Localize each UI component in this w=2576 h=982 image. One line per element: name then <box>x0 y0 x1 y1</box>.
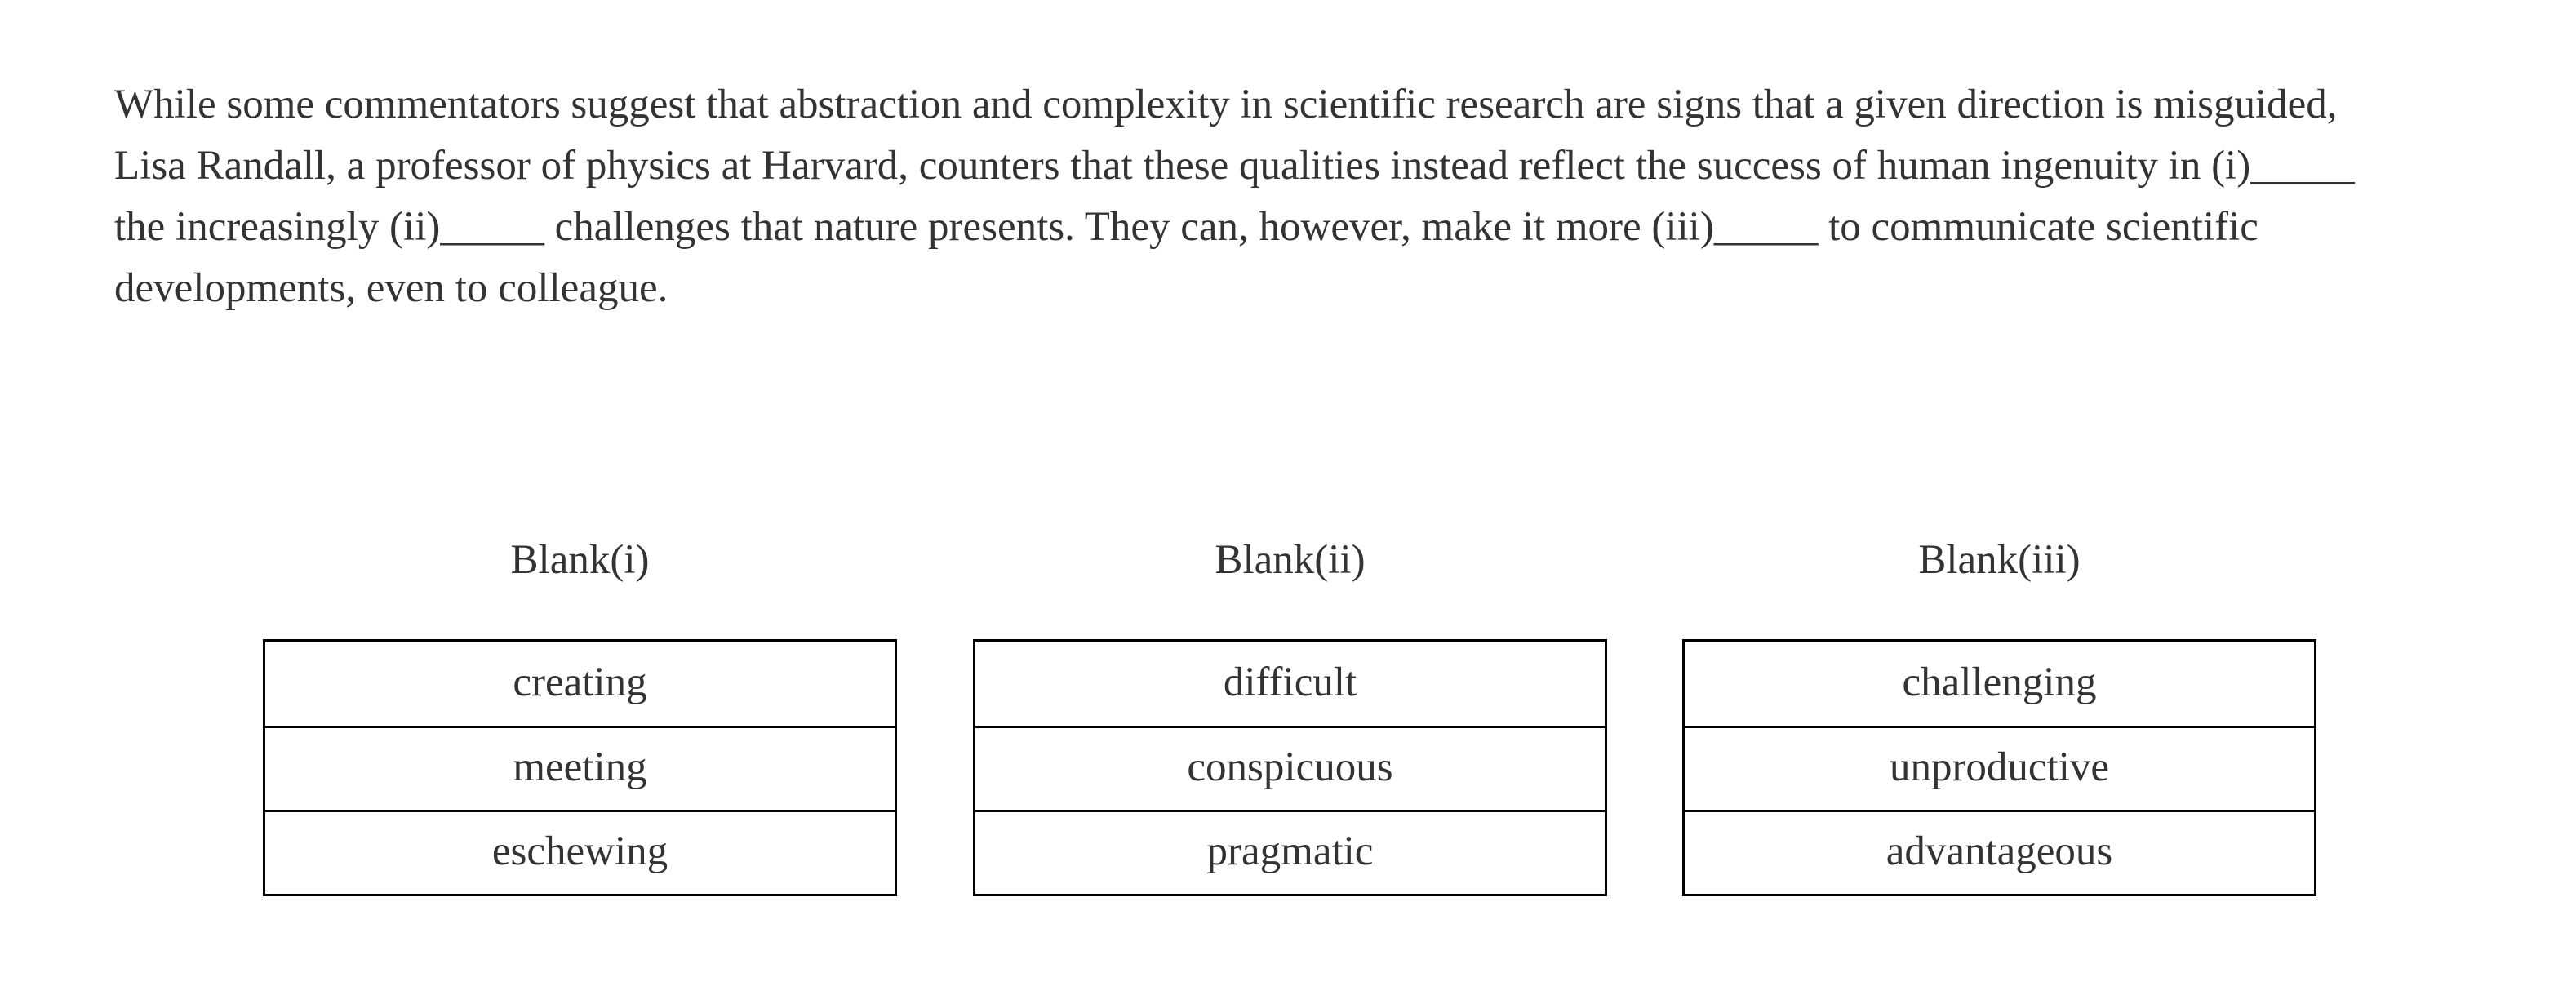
question-passage: While some commentators suggest that abs… <box>114 74 2481 319</box>
blank-iii-option-challenging[interactable]: challenging <box>1685 642 2314 726</box>
blank-iii-column: Blank(iii) challenging unproductive adva… <box>1682 522 2316 896</box>
blank-iii-option-unproductive[interactable]: unproductive <box>1685 726 2314 810</box>
blank-ii-heading: Blank(ii) <box>1215 537 1366 583</box>
blank-i-option-eschewing[interactable]: eschewing <box>265 810 895 894</box>
blank-ii-option-difficult[interactable]: difficult <box>975 642 1605 726</box>
passage-line-4: developments, even to colleague. <box>114 265 668 311</box>
option-label: challenging <box>1902 659 2097 705</box>
blank-i-heading: Blank(i) <box>510 537 650 583</box>
option-label: unproductive <box>1889 744 2110 790</box>
blank-i-option-meeting[interactable]: meeting <box>265 726 895 810</box>
blank-i-column: Blank(i) creating meeting eschewing <box>263 522 897 896</box>
blank-iii-heading: Blank(iii) <box>1918 537 2081 583</box>
blank-ii-option-pragmatic[interactable]: pragmatic <box>975 810 1605 894</box>
blank-ii-option-conspicuous[interactable]: conspicuous <box>975 726 1605 810</box>
passage-line-2: Lisa Randall, a professor of physics at … <box>114 143 2355 189</box>
blank-i-option-creating[interactable]: creating <box>265 642 895 726</box>
option-label: pragmatic <box>1206 829 1374 874</box>
blank-iii-option-advantageous[interactable]: advantageous <box>1685 810 2314 894</box>
blank-ii-options-table: difficult conspicuous pragmatic <box>973 639 1607 896</box>
option-label: conspicuous <box>1187 744 1393 790</box>
blank-iii-options-table: challenging unproductive advantageous <box>1682 639 2316 896</box>
option-label: creating <box>513 659 647 705</box>
blank-i-options-table: creating meeting eschewing <box>263 639 897 896</box>
blank-ii-column: Blank(ii) difficult conspicuous pragmati… <box>973 522 1607 896</box>
option-label: advantageous <box>1885 829 2113 874</box>
passage-line-1: While some commentators suggest that abs… <box>114 82 2338 127</box>
option-label: difficult <box>1223 659 1357 705</box>
passage-line-3: the increasingly (ii)_____ challenges th… <box>114 204 2258 250</box>
option-label: eschewing <box>491 829 668 874</box>
option-label: meeting <box>513 744 647 790</box>
